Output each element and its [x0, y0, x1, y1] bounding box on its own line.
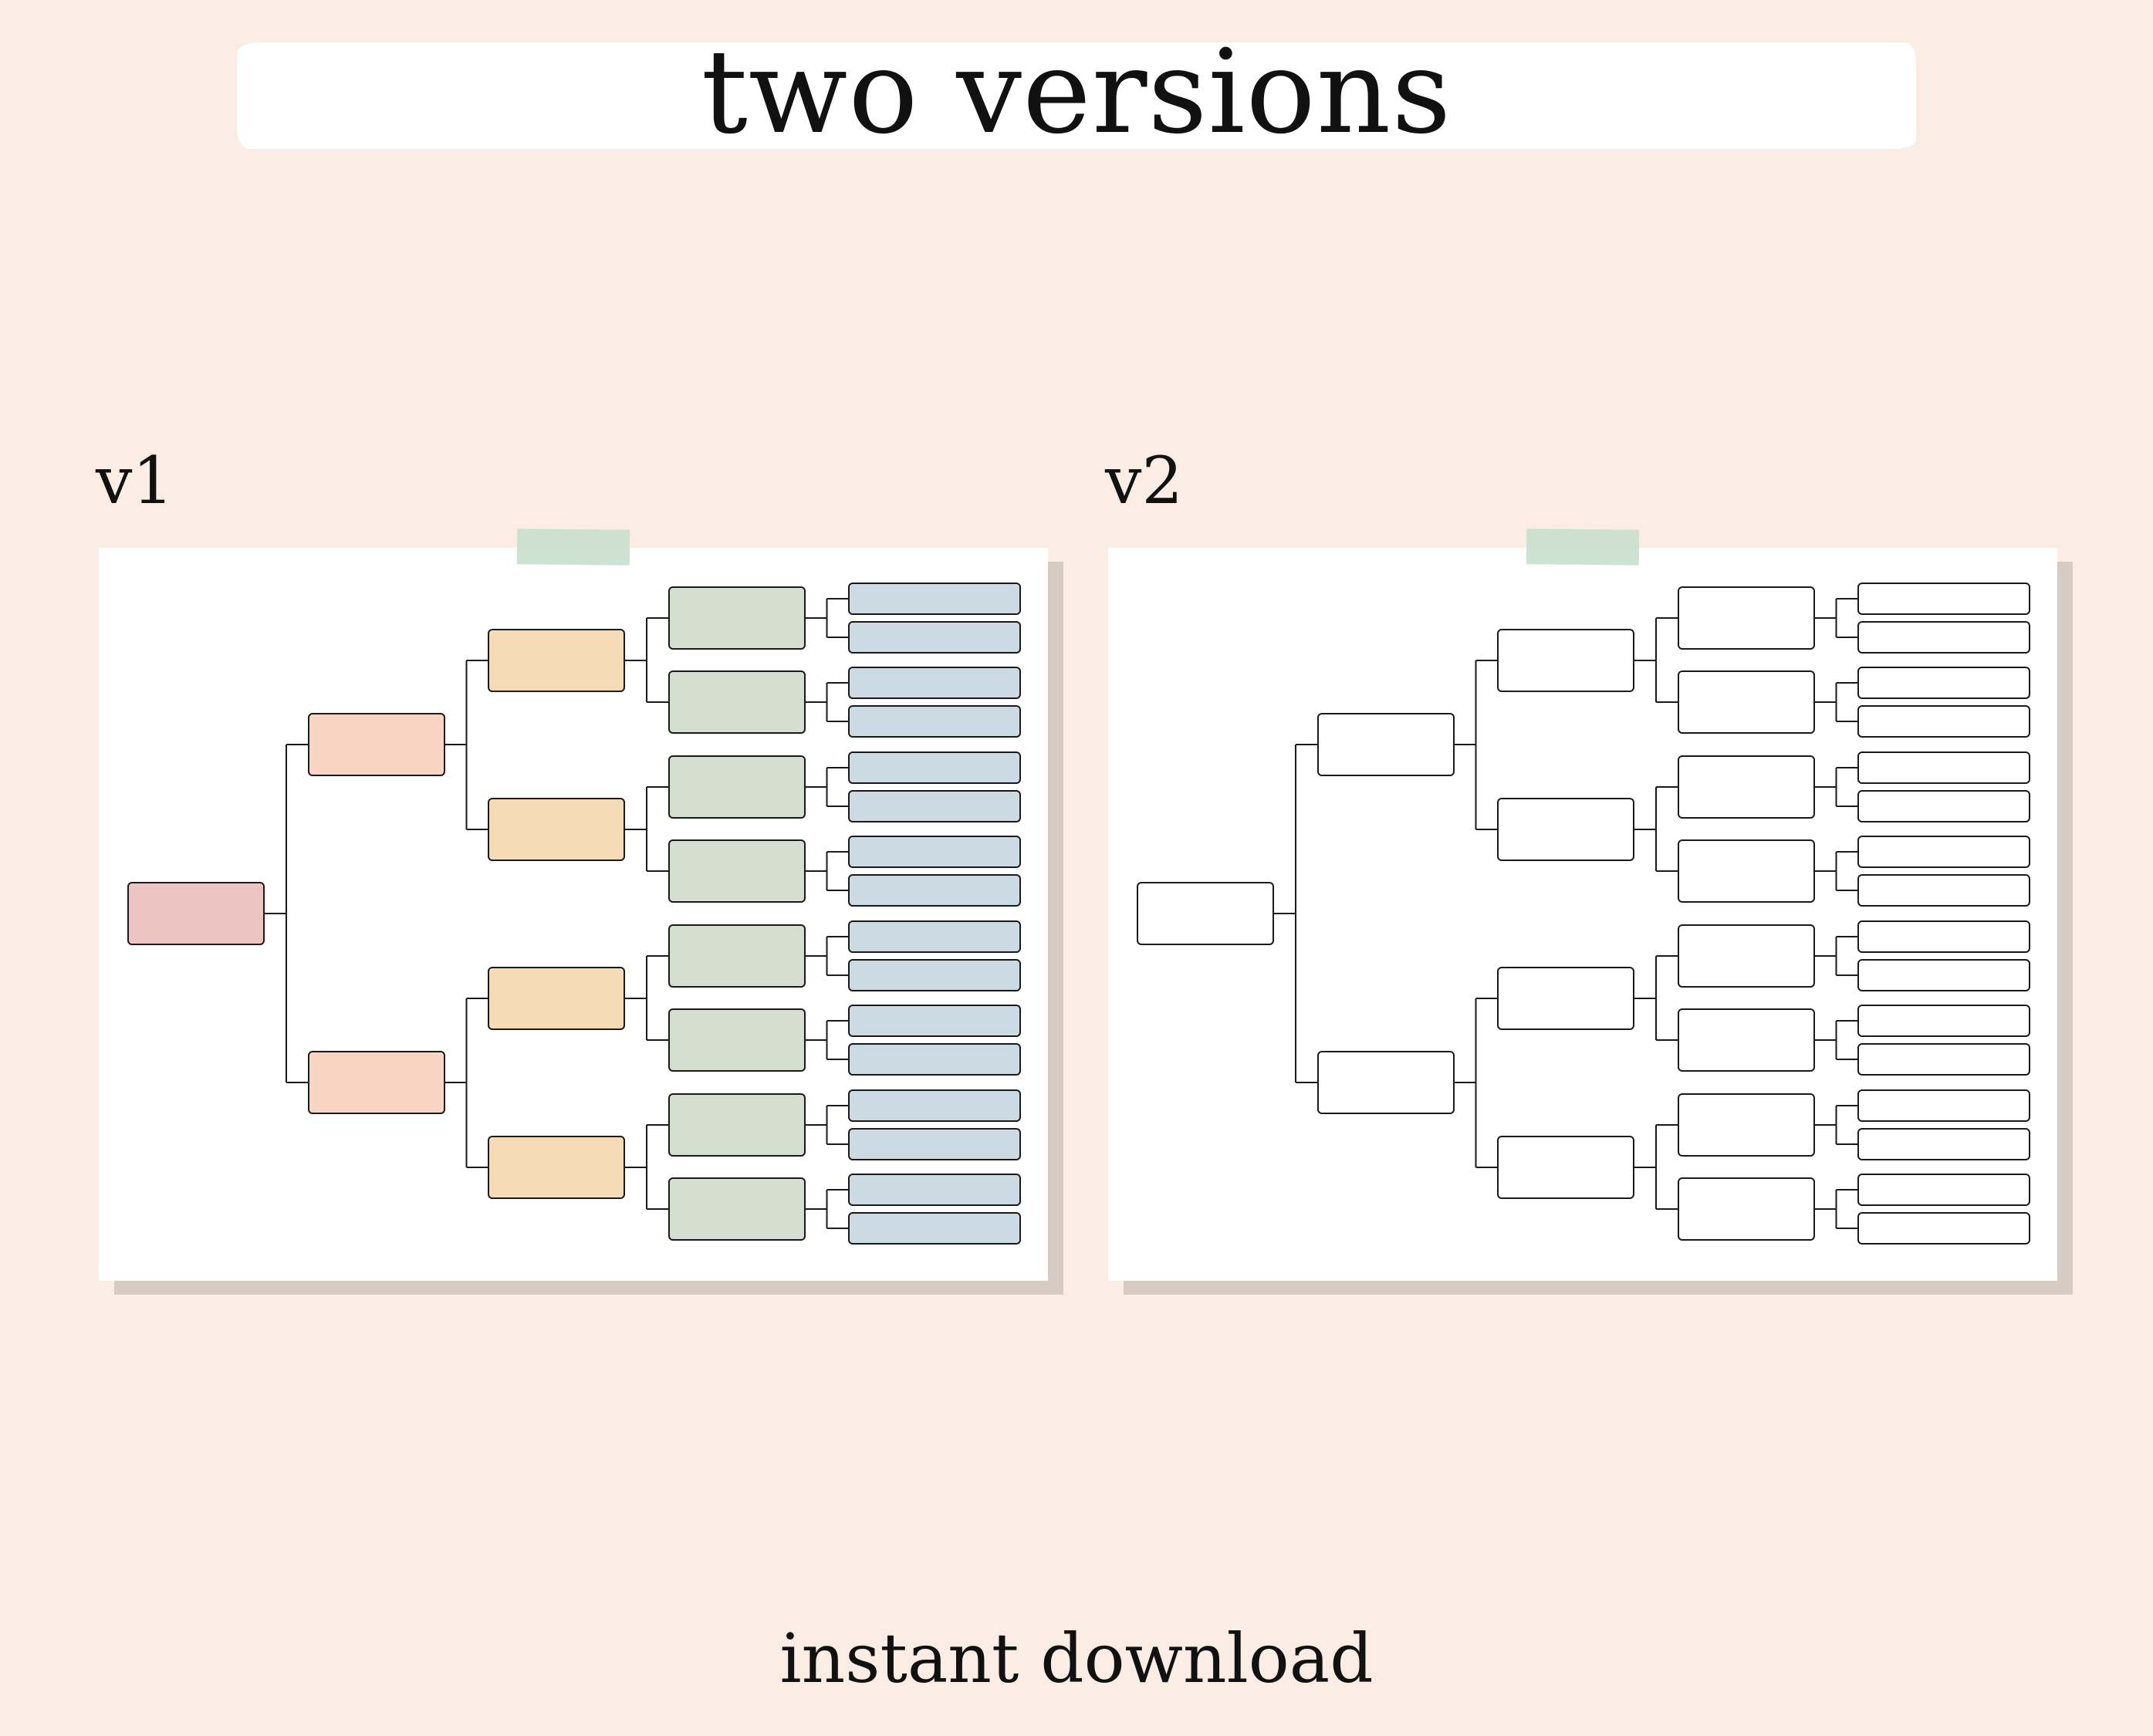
connector-lines — [264, 598, 849, 1229]
generation-5-box — [848, 1128, 1021, 1160]
generation-2-box — [308, 713, 445, 776]
generation-5-box — [848, 1089, 1021, 1122]
generation-5-box — [1857, 621, 2030, 654]
generation-5-box — [1857, 959, 2030, 991]
generation-5-box — [848, 621, 1021, 654]
generation-5-box — [848, 920, 1021, 953]
generation-5-box — [848, 667, 1021, 699]
generation-5-box — [1857, 920, 2030, 953]
generation-4-box — [668, 1177, 806, 1241]
tape-strip-v1 — [516, 529, 630, 566]
generation-5-box — [1857, 1089, 2030, 1122]
generation-3-box — [1497, 967, 1634, 1030]
generation-2-box — [1317, 713, 1455, 776]
connector-lines — [1273, 598, 1858, 1229]
family-tree-diagram-v2 — [1137, 583, 2030, 1245]
generation-4-box — [1678, 1008, 1815, 1072]
generation-4-box — [1678, 755, 1815, 819]
generation-4-box — [668, 755, 806, 819]
generation-2-box — [308, 1051, 445, 1114]
generation-5-box — [848, 874, 1021, 907]
generation-5-box — [1857, 1043, 2030, 1076]
generation-5-box — [1857, 1005, 2030, 1037]
generation-4-box — [1678, 839, 1815, 903]
generation-5-box — [848, 1005, 1021, 1037]
generation-5-box — [848, 583, 1021, 615]
generation-5-box — [848, 959, 1021, 991]
generation-5-box — [1857, 836, 2030, 868]
generation-5-box — [848, 1212, 1021, 1245]
generation-4-box — [1678, 1093, 1815, 1157]
tape-strip-v2 — [1526, 529, 1640, 566]
generation-5-box — [848, 836, 1021, 868]
family-tree-diagram-v1 — [127, 583, 1021, 1245]
generation-3-box — [1497, 1136, 1634, 1199]
generation-4-box — [668, 839, 806, 903]
generation-3-box — [488, 967, 625, 1030]
generation-4-box — [668, 586, 806, 650]
generation-5-box — [1857, 790, 2030, 822]
generation-3-box — [488, 1136, 625, 1199]
generation-5-box — [848, 1174, 1021, 1206]
generation-5-box — [1857, 751, 2030, 784]
generation-5-box — [1857, 583, 2030, 615]
generation-4-box — [668, 1093, 806, 1157]
generation-2-box — [1317, 1051, 1455, 1114]
generation-5-box — [848, 1043, 1021, 1076]
generation-3-box — [1497, 629, 1634, 692]
generation-5-box — [1857, 1174, 2030, 1206]
family-tree-sheet-v1 — [99, 548, 1048, 1281]
generation-4-box — [668, 670, 806, 734]
generation-1-box — [1137, 882, 1274, 945]
title-banner — [239, 45, 1914, 147]
generation-3-box — [1497, 798, 1634, 861]
generation-5-box — [848, 790, 1021, 822]
generation-4-box — [1678, 1177, 1815, 1241]
generation-5-box — [1857, 667, 2030, 699]
generation-4-box — [1678, 670, 1815, 734]
family-tree-sheet-v2 — [1108, 548, 2057, 1281]
generation-4-box — [668, 924, 806, 988]
generation-3-box — [488, 798, 625, 861]
generation-3-box — [488, 629, 625, 692]
generation-5-box — [1857, 874, 2030, 907]
generation-1-box — [127, 882, 265, 945]
footer-caption: instant download — [779, 1619, 1374, 1698]
generation-4-box — [1678, 586, 1815, 650]
generation-5-box — [1857, 1128, 2030, 1160]
generation-4-box — [1678, 924, 1815, 988]
generation-5-box — [1857, 1212, 2030, 1245]
page-title: two versions — [701, 25, 1452, 160]
generation-5-box — [848, 751, 1021, 784]
generation-5-box — [848, 705, 1021, 738]
version-label-v1: v1 — [96, 443, 174, 518]
generation-5-box — [1857, 705, 2030, 738]
generation-4-box — [668, 1008, 806, 1072]
version-label-v2: v2 — [1105, 443, 1183, 518]
